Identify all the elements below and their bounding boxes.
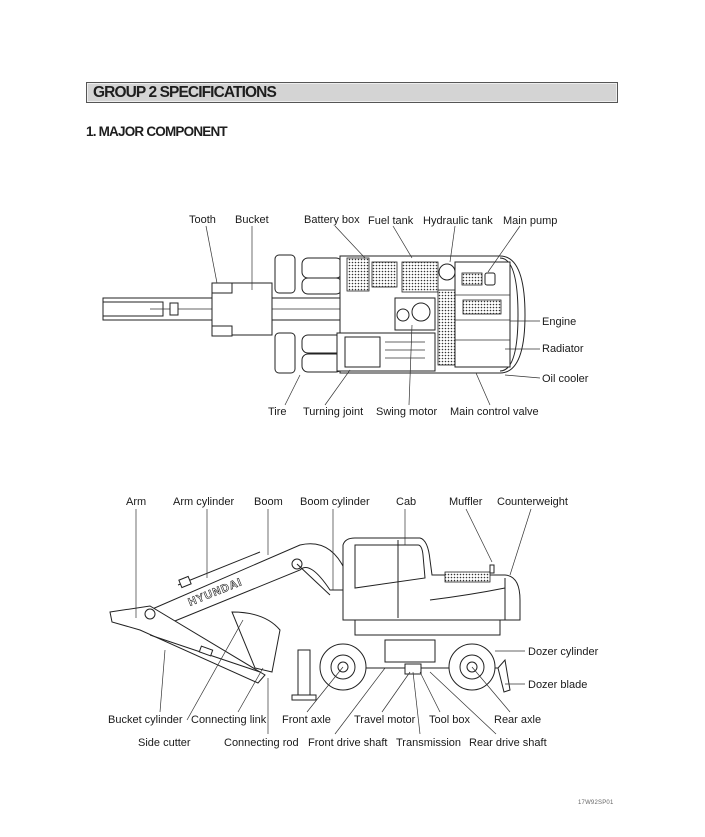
label-tire: Tire	[268, 406, 287, 418]
figure-code: 17W92SP01	[578, 800, 614, 806]
top-fuel-tank	[401, 261, 439, 293]
label-side-cutter: Side cutter	[138, 737, 191, 749]
label-transmission: Transmission	[396, 737, 461, 749]
label-cab: Cab	[396, 496, 417, 508]
top-battery-box	[346, 257, 370, 292]
label-main-control-valve: Main control valve	[450, 406, 539, 418]
side-dozer-blade	[497, 658, 511, 693]
label-boom-cylinder: Boom cylinder	[300, 496, 370, 508]
top-engine	[462, 299, 502, 315]
label-dozer-blade: Dozer blade	[528, 679, 588, 691]
label-arm: Arm	[126, 496, 147, 508]
top-view-drawing	[102, 225, 541, 406]
side-bucket	[231, 611, 281, 673]
label-radiator: Radiator	[542, 343, 584, 355]
side-tool-box	[384, 639, 436, 663]
top-turning-joint	[396, 308, 410, 322]
label-boom: Boom	[254, 496, 283, 508]
label-rear-drive-shaft: Rear drive shaft	[469, 737, 547, 749]
side-outrigger	[297, 649, 311, 696]
top-swing-motor	[411, 302, 431, 322]
label-fuel-tank: Fuel tank	[368, 215, 414, 227]
side-arm	[109, 605, 266, 684]
side-cab-window	[354, 544, 426, 589]
label-hydraulic-tank: Hydraulic tank	[423, 215, 493, 227]
section-title: 1. MAJOR COMPONENT	[86, 124, 228, 139]
label-main-pump: Main pump	[503, 215, 558, 227]
label-bucket: Bucket	[235, 214, 269, 226]
label-connecting-link: Connecting link	[191, 714, 267, 726]
label-front-drive-shaft: Front drive shaft	[308, 737, 388, 749]
label-engine: Engine	[542, 316, 577, 328]
label-bucket-cylinder: Bucket cylinder	[108, 714, 183, 726]
label-connecting-rod: Connecting rod	[224, 737, 299, 749]
label-tool-box: Tool box	[429, 714, 470, 726]
label-travel-motor: Travel motor	[354, 714, 416, 726]
label-front-axle: Front axle	[282, 714, 331, 726]
label-rear-axle: Rear axle	[494, 714, 542, 726]
side-muffler	[444, 571, 491, 583]
label-oil-cooler: Oil cooler	[542, 373, 589, 385]
top-tire-front-left	[274, 254, 296, 294]
top-tire-front-right	[274, 332, 296, 374]
group-title-bar: GROUP 2 SPECIFICATIONS	[86, 82, 618, 103]
label-dozer-cylinder: Dozer cylinder	[528, 646, 599, 658]
label-battery-box: Battery box	[304, 214, 360, 226]
label-turning-joint: Turning joint	[303, 406, 364, 418]
side-view-drawing	[109, 508, 532, 735]
label-swing-motor: Swing motor	[376, 406, 438, 418]
label-counterweight: Counterweight	[497, 496, 568, 508]
label-tooth: Tooth	[189, 214, 216, 226]
side-chassis	[354, 619, 501, 636]
label-arm-cylinder: Arm cylinder	[173, 496, 235, 508]
label-muffler: Muffler	[449, 496, 483, 508]
group-title: GROUP 2 SPECIFICATIONS	[93, 84, 277, 101]
